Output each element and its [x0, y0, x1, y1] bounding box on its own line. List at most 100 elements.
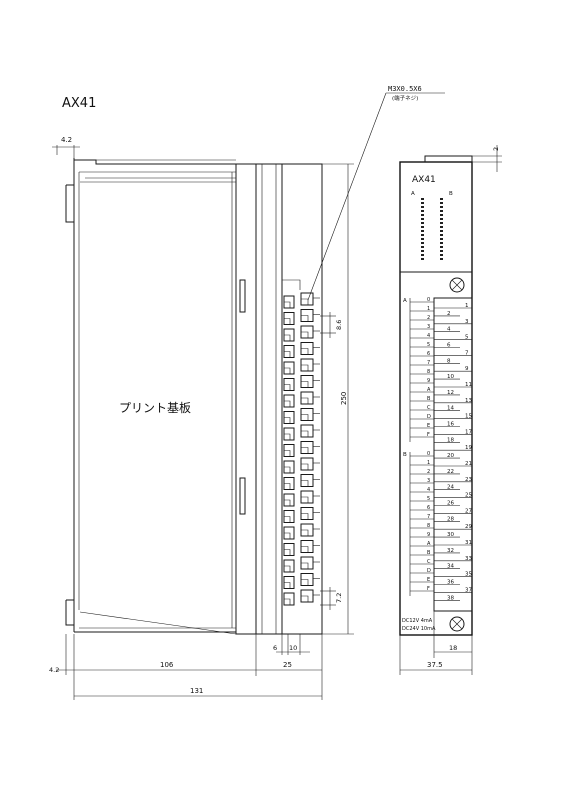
terminal-tooth-detail	[301, 364, 309, 371]
input-label: B	[427, 396, 431, 402]
led-indicator	[440, 198, 443, 200]
input-label: 7	[427, 514, 430, 520]
dim-6: 6	[273, 644, 277, 652]
input-label: 1	[427, 306, 430, 312]
led-indicator	[440, 202, 443, 204]
led-indicator	[440, 210, 443, 212]
input-label: D	[427, 568, 431, 574]
led-indicator	[421, 218, 424, 220]
terminal-tooth-detail	[301, 546, 309, 553]
input-label: 4	[427, 487, 430, 493]
screw-callout-spec: M3X0.5X6	[388, 85, 422, 93]
latch-bottom	[239, 477, 246, 515]
pin-number-even: 32	[447, 548, 454, 554]
dim-25: 25	[283, 661, 292, 669]
dim-106: 106	[160, 661, 174, 669]
pin-number-even: 26	[447, 501, 454, 507]
pin-number-odd: 35	[465, 572, 472, 578]
rating-24v: DC24V 10mA	[402, 626, 436, 632]
terminal-column	[433, 297, 473, 612]
pin-number-odd: 29	[465, 524, 472, 530]
dim-4-2-bottom: 4.2	[49, 666, 59, 674]
terminal-tooth-detail	[284, 334, 291, 341]
pin-number-odd: 37	[465, 587, 472, 593]
input-label: 2	[427, 469, 430, 475]
dim-131: 131	[190, 687, 203, 695]
din-rail-clip-top	[65, 158, 75, 225]
group-a-label: A	[403, 298, 407, 304]
input-label: B	[427, 550, 431, 556]
terminal-tooth-detail	[301, 513, 309, 520]
led-col-a: A	[411, 191, 415, 197]
led-indicator	[440, 242, 443, 244]
terminal-tooth-detail	[301, 595, 309, 602]
led-indicator	[440, 250, 443, 252]
input-label: A	[427, 387, 431, 393]
pin-number-even: 8	[447, 358, 451, 364]
input-label: 5	[427, 496, 430, 502]
input-label: E	[427, 577, 430, 583]
pin-number-odd: 17	[465, 429, 472, 435]
pin-number-odd: 13	[465, 398, 472, 404]
front-view: 2 AX41 A B 13579111315171921232527293133…	[399, 145, 502, 675]
led-indicator	[440, 222, 443, 224]
terminal-tooth-detail	[301, 315, 309, 322]
terminal-tooth-detail	[301, 496, 309, 503]
led-indicator	[421, 226, 424, 228]
led-indicator	[440, 230, 443, 232]
terminal-tooth-detail	[301, 579, 309, 586]
terminal-cover	[282, 163, 323, 635]
pin-number-odd: 7	[465, 350, 469, 356]
pin-number-even: 36	[447, 580, 454, 586]
input-label: 2	[427, 315, 430, 321]
dim-2: 2	[492, 147, 500, 151]
dim-7-2: 7.2	[335, 593, 343, 603]
pin-number-odd: 21	[465, 461, 472, 467]
input-label: 0	[427, 297, 430, 303]
input-label: D	[427, 414, 431, 420]
input-label: 8	[427, 369, 430, 375]
group-b-label: B	[403, 452, 407, 458]
led-indicator	[440, 206, 443, 208]
pin-number-odd: 1	[465, 303, 469, 309]
input-label: 4	[427, 333, 430, 339]
led-indicators	[421, 198, 443, 260]
led-indicator	[440, 226, 443, 228]
dim-10: 10	[289, 644, 297, 652]
side-view: 4.2 プリント基板 250	[49, 136, 354, 700]
terminal-tooth-detail	[301, 331, 309, 338]
terminal-tooth-detail	[301, 381, 309, 388]
input-label: 9	[427, 532, 430, 538]
board-label: プリント基板	[119, 401, 191, 415]
pin-number-odd: 11	[465, 382, 472, 388]
terminal-tooth-detail	[301, 529, 309, 536]
terminal-tooth-detail	[284, 400, 291, 407]
led-indicator	[440, 234, 443, 236]
input-label: 7	[427, 360, 430, 366]
input-label: A	[427, 541, 431, 547]
pin-number-even: 18	[447, 437, 454, 443]
terminal-tooth-detail	[301, 562, 309, 569]
led-indicator	[440, 218, 443, 220]
led-indicator	[421, 234, 424, 236]
pin-number-even: 6	[447, 343, 451, 349]
led-indicator	[421, 206, 424, 208]
dim-18: 18	[449, 644, 457, 652]
pin-number-even: 12	[447, 390, 454, 396]
led-indicator	[421, 258, 424, 260]
latch-top	[239, 279, 246, 313]
led-indicator	[440, 214, 443, 216]
input-label: 0	[427, 451, 430, 457]
case-top-edge	[74, 159, 236, 165]
pin-number-odd: 27	[465, 508, 472, 514]
pin-number-odd: 3	[465, 319, 469, 325]
terminal-tooth-detail	[284, 367, 291, 374]
terminal-tooth-detail	[284, 516, 291, 523]
terminal-screws	[283, 292, 320, 606]
top-mount-screw	[449, 277, 465, 293]
led-indicator	[440, 238, 443, 240]
pin-number-even: 4	[447, 327, 451, 333]
dim-4-2-top: 4.2	[61, 136, 72, 144]
